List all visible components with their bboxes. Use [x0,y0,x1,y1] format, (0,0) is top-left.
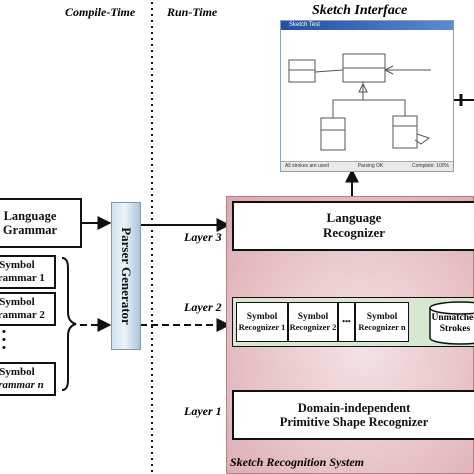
parser-generator-box: Parser Generator [111,202,141,350]
symbol-grammar-2-line1: Symbol [0,296,35,309]
layer3-label: Layer 3 [184,230,222,244]
symbol-grammar-1-line1: Symbol [0,259,35,272]
language-recognizer-line1: Language [326,210,382,226]
primitive-recognizer-box: Domain-independent Primitive Shape Recog… [232,390,474,440]
interface-right-edge [454,96,474,98]
language-grammar-line1: Language [3,208,57,223]
symbol-recognizer-2-box: Symbol Recognizer 2 [288,302,338,342]
run-time-header: Run-Time [167,5,218,19]
symbol-recognizer-ellipsis-text: ••• [342,316,351,326]
unmatched-strokes-label: Unmatched Strokes [430,313,474,335]
compile-time-header: Compile-Time [65,5,136,19]
unmatched-line1: Unmatched [431,313,474,323]
sketch-canvas[interactable] [281,30,453,162]
window-title: Sketch Test [289,22,320,28]
symbol-recognizer-1-line2: Recognizer 1 [238,321,286,332]
status-mid: Parsing OK [357,163,384,169]
symbol-recognizer-n-line1: Symbol [366,311,398,322]
symbol-grammar-n-box: Symbol Grammar n [0,362,56,396]
status-left: All strokes are used [285,163,329,169]
sketch-interface-window: Sketch Test All strokes are used Parsing… [280,20,454,172]
sketch-interface-header: Sketch Interface [312,3,408,18]
layer2-label: Layer 2 [184,300,222,314]
symbol-recognizer-1-line1: Symbol [246,311,278,322]
status-right: Complete: 100% [412,163,449,169]
symbol-grammar-1-line2: Grammar 1 [0,272,45,284]
layer1-label: Layer 1 [184,404,222,418]
primitive-recognizer-line1: Domain-independent [297,400,411,415]
system-label: Sketch Recognition System [230,455,365,469]
language-recognizer-line2: Recognizer [322,225,386,240]
symbol-recognizer-2-line2: Recognizer 2 [289,321,337,332]
symbol-grammar-1-box: Symbol Grammar 1 [0,255,56,289]
symbol-grammar-n-line1: Symbol [0,366,35,379]
symbol-recognizer-n-box: Symbol Recognizer n [355,302,409,342]
symbol-grammar-2-box: Symbol Grammar 2 [0,292,56,326]
symbol-grammar-2-line2: Grammar 2 [0,309,45,321]
primitive-recognizer-line2: Primitive Shape Recognizer [279,415,429,429]
language-recognizer-box: Language Recognizer [232,201,474,251]
symbol-recognizer-2-line1: Symbol [297,311,329,322]
symbol-grammar-brace [61,257,77,391]
unmatched-strokes-store [429,301,474,345]
language-grammar-box: Language Grammar [0,198,82,248]
parser-generator-label: Parser Generator [119,227,134,325]
language-grammar-line2: Grammar [2,223,58,237]
symbol-recognizer-n-line2: Recognizer n [358,321,406,332]
symbol-recognizer-1-box: Symbol Recognizer 1 [236,302,288,342]
symbol-recognizer-ellipsis: ••• [338,302,355,342]
unmatched-line2: Strokes [439,323,471,334]
symbol-grammar-ellipsis: ••• [2,326,6,354]
window-statusbar: All strokes are used Parsing OK Complete… [281,161,453,171]
symbol-grammar-n-line2: Grammar n [0,379,44,391]
window-titlebar: Sketch Test [281,21,453,30]
